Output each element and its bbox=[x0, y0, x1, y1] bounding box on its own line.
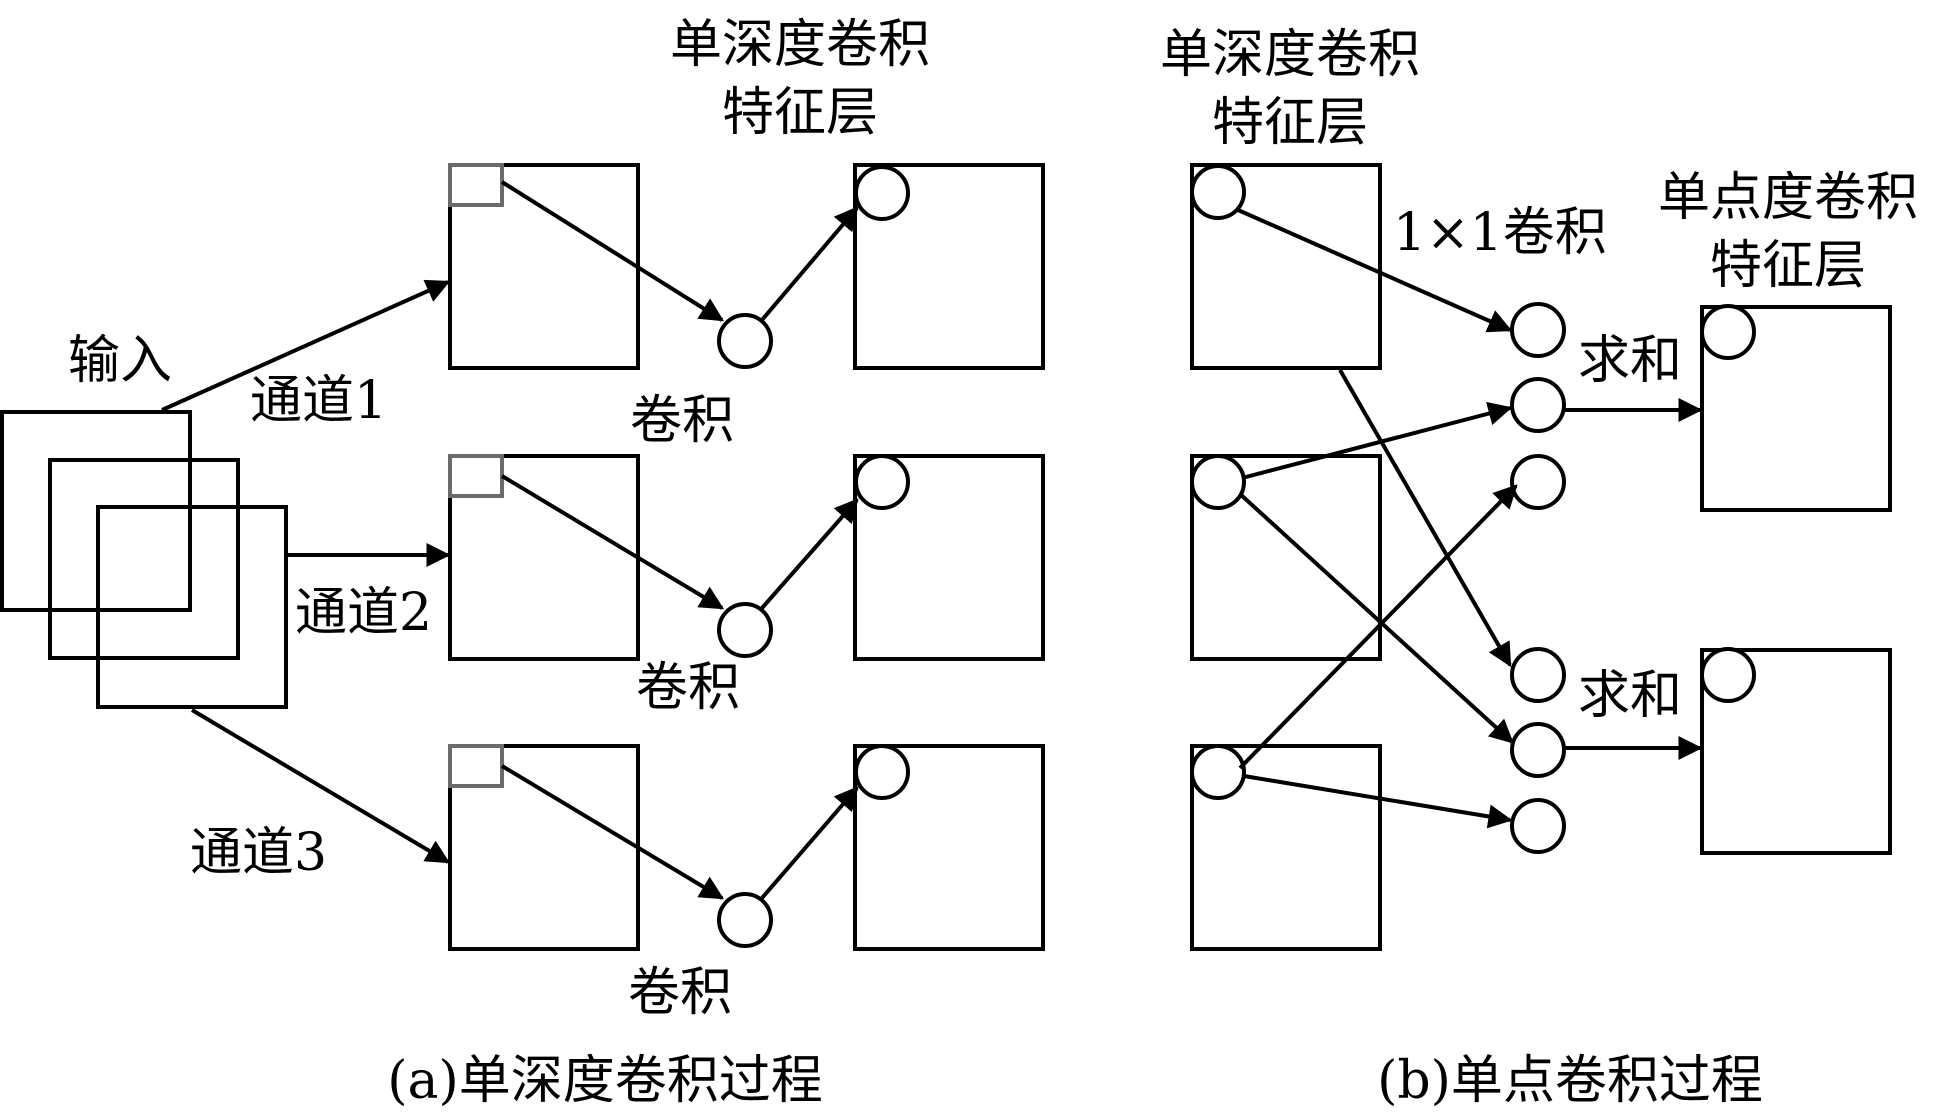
weight-node-1-3 bbox=[1510, 454, 1566, 510]
input-channel-2-square bbox=[48, 458, 240, 660]
channel-1-map bbox=[448, 163, 640, 370]
conv-output-arrow-3 bbox=[760, 786, 859, 900]
conn-3-to-w13 bbox=[1238, 484, 1518, 770]
pw-input-map-2 bbox=[1190, 454, 1382, 661]
pw-output-map-2 bbox=[1700, 648, 1892, 855]
channel-3-map bbox=[448, 744, 640, 951]
conv-node-2 bbox=[717, 602, 773, 658]
kernel-arrow-1 bbox=[500, 180, 725, 322]
panel-b: 单深度卷积 特征层 1×1卷积 求和 求和 单点度卷积 特 bbox=[1160, 25, 1918, 951]
sum-label-1: 求和 bbox=[1578, 331, 1682, 391]
conv-output-arrow-2 bbox=[760, 498, 859, 610]
weight-node-1-1 bbox=[1510, 302, 1566, 358]
conn-3-to-w23 bbox=[1243, 774, 1513, 829]
dw-feature-map-2 bbox=[853, 454, 1045, 661]
caption-b: (b)单点卷积过程 bbox=[1377, 1051, 1763, 1111]
input-label: 输入 bbox=[68, 331, 172, 391]
dw-feature-node-2 bbox=[854, 454, 910, 510]
dw-feature-map-3 bbox=[853, 744, 1045, 951]
caption-a: (a)单深度卷积过程 bbox=[387, 1051, 823, 1111]
channel-1-arrow bbox=[161, 279, 451, 412]
weight-node-1-2 bbox=[1510, 377, 1566, 433]
sum-label-2: 求和 bbox=[1578, 666, 1682, 726]
channel-3-arrow bbox=[190, 708, 451, 864]
conv-node-1 bbox=[717, 313, 773, 369]
channel-1-label: 通道1 bbox=[250, 371, 387, 431]
conv-node-3 bbox=[717, 892, 773, 948]
kernel-window-1 bbox=[448, 163, 504, 207]
dw-feature-map-1 bbox=[853, 163, 1045, 370]
weight-node-2-1 bbox=[1510, 647, 1566, 703]
pw-output-map-1 bbox=[1700, 305, 1892, 512]
pw-input-title-line1: 单深度卷积 bbox=[1160, 25, 1420, 85]
channel-3-label: 通道3 bbox=[190, 823, 327, 883]
one-by-one-conv-label: 1×1卷积 bbox=[1393, 203, 1607, 263]
dw-feature-node-1 bbox=[854, 165, 910, 221]
pw-input-map-3 bbox=[1190, 744, 1382, 951]
kernel-window-2 bbox=[448, 454, 504, 498]
pw-output-node-2 bbox=[1700, 647, 1756, 703]
conv-output-arrow-1 bbox=[760, 206, 859, 322]
weight-node-2-2 bbox=[1510, 722, 1566, 778]
dw-feature-node-3 bbox=[854, 744, 910, 800]
conn-1-to-w21 bbox=[1338, 369, 1512, 668]
pw-input-node-2 bbox=[1190, 454, 1246, 510]
pw-input-title-line2: 特征层 bbox=[1212, 93, 1368, 153]
panel-a: 输入 通道1 通道2 通道3 卷积 卷积 卷积 bbox=[0, 15, 1045, 1023]
conv-label-2: 卷积 bbox=[636, 658, 740, 718]
pw-input-node-1 bbox=[1190, 164, 1246, 220]
pw-output-node-1 bbox=[1700, 304, 1756, 360]
weight-node-2-3 bbox=[1510, 798, 1566, 854]
pw-input-map-1 bbox=[1190, 163, 1382, 370]
conn-1-to-w11 bbox=[1237, 208, 1513, 333]
kernel-arrow-2 bbox=[500, 474, 725, 610]
conv-label-1: 卷积 bbox=[630, 391, 734, 451]
conv-label-3: 卷积 bbox=[628, 963, 732, 1023]
channel-2-map bbox=[448, 454, 640, 661]
input-channel-3-square bbox=[96, 505, 288, 709]
channel-2-label: 通道2 bbox=[295, 583, 432, 643]
conn-2-to-w12 bbox=[1241, 401, 1513, 480]
pw-output-title-line2: 特征层 bbox=[1710, 236, 1866, 296]
pw-input-node-3 bbox=[1190, 744, 1246, 800]
kernel-arrow-3 bbox=[500, 764, 725, 900]
kernel-window-3 bbox=[448, 744, 504, 788]
conn-2-to-w22 bbox=[1238, 492, 1514, 744]
dw-feature-title-line1: 单深度卷积 bbox=[670, 15, 930, 75]
dw-feature-title-line2: 特征层 bbox=[722, 83, 878, 143]
pw-output-title-line1: 单点度卷积 bbox=[1658, 168, 1918, 228]
